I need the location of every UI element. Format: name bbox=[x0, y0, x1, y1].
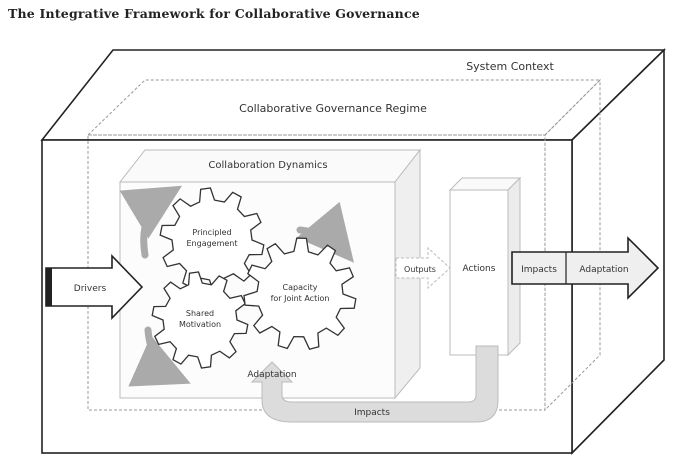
principled-engagement-label-line1: Principled bbox=[192, 228, 231, 237]
principled-engagement-label-line2: Engagement bbox=[186, 239, 237, 248]
impacts-outer-label: Impacts bbox=[521, 265, 557, 275]
feedback-loop-arrow bbox=[250, 345, 499, 423]
diagram-title: The Integrative Framework for Collaborat… bbox=[8, 6, 420, 21]
capacity-label-line1: Capacity bbox=[283, 283, 318, 292]
actions-box bbox=[448, 176, 522, 357]
drivers-label: Drivers bbox=[74, 284, 107, 294]
capacity-gear bbox=[243, 237, 357, 350]
adaptation-outer-label: Adaptation bbox=[579, 265, 628, 275]
outputs-label: Outputs bbox=[404, 265, 436, 274]
capacity-label-line2: for Joint Action bbox=[271, 294, 330, 303]
shared-motivation-label-line1: Shared bbox=[186, 309, 214, 318]
actions-label: Actions bbox=[463, 264, 496, 274]
system-context-label: System Context bbox=[466, 60, 554, 73]
outputs-arrow bbox=[395, 246, 451, 290]
regime-label: Collaborative Governance Regime bbox=[239, 102, 427, 115]
principled-engagement-gear bbox=[159, 187, 265, 293]
impacts-adaptation-arrow bbox=[511, 236, 660, 300]
adaptation-inner-label: Adaptation bbox=[247, 370, 296, 380]
shared-motivation-gear bbox=[151, 271, 249, 369]
shared-motivation-label-line2: Motivation bbox=[179, 320, 221, 329]
circulation-arrows bbox=[119, 185, 354, 387]
drivers-arrow bbox=[45, 254, 144, 320]
dynamics-label: Collaboration Dynamics bbox=[208, 160, 327, 171]
impacts-bottom-label: Impacts bbox=[354, 408, 390, 418]
